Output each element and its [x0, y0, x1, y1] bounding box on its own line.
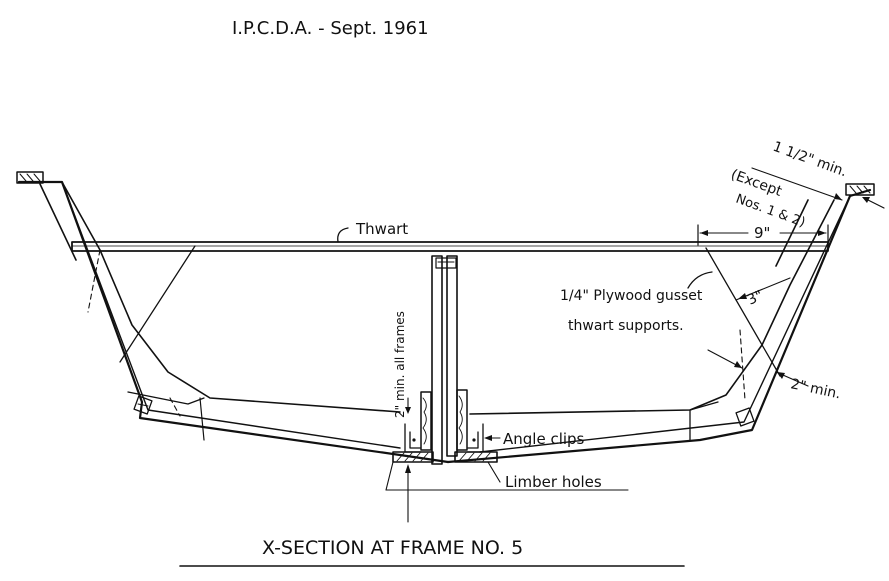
keelson-block-left — [420, 391, 432, 451]
min-1half-text: 1 1/2" min. — [771, 139, 849, 181]
gusset-note: 1/4" Plywood gusset thwart supports. — [560, 271, 713, 334]
gusset-text-a: 1/4" Plywood gusset — [560, 288, 703, 304]
keel-plate-right — [454, 451, 498, 463]
angle-clips-label: Angle clips — [484, 430, 585, 448]
dim-2min-text: 2" min. — [789, 376, 842, 402]
angle-clips-text: Angle clips — [503, 430, 585, 448]
gusset-3in-dimension: 3" — [735, 277, 791, 309]
dim-3-text: 3" — [745, 288, 766, 309]
frame-min-text: 2" min. all frames — [393, 311, 407, 418]
centre-keel-board — [431, 255, 458, 465]
thwart-text: Thwart — [355, 220, 408, 238]
section-title: X-SECTION AT FRAME NO. 5 — [262, 537, 523, 559]
limber-holes-text: Limber holes — [505, 473, 602, 491]
dim-9-text: 9" — [754, 224, 770, 242]
keel-plate-left — [392, 451, 434, 463]
gunwale-left — [16, 171, 44, 184]
frame-left — [39, 181, 401, 441]
limber-holes-label: Limber holes — [385, 461, 629, 491]
hull-outline — [17, 180, 872, 464]
gusset-text-b: thwart supports. — [568, 318, 684, 334]
frame-min-dimension: 2" min. all frames — [393, 311, 411, 418]
centreline-arrow — [405, 464, 411, 523]
gunwale-min-dimension: 1 1/2" min. — [751, 139, 885, 209]
thwart-9in-dimension: 9" — [697, 224, 829, 246]
except-note: (Except Nos. 1 & 2) — [729, 167, 807, 231]
thwart-bar — [71, 241, 829, 252]
angle-clips — [404, 423, 484, 453]
keelson-block-right — [456, 389, 468, 451]
thwart-label: Thwart — [337, 220, 408, 243]
gunwale-right — [845, 183, 875, 196]
header-text: I.P.C.D.A. - Sept. 1961 — [232, 18, 429, 39]
chine-block-right — [735, 407, 755, 427]
chine-block-left — [133, 395, 153, 415]
